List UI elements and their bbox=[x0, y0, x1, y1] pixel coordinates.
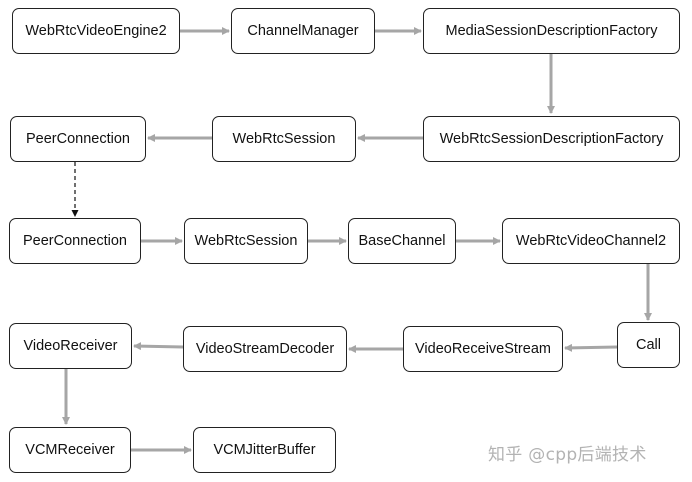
node-peer-connection-2: PeerConnection bbox=[9, 218, 141, 264]
node-vcm-jitter-buffer: VCMJitterBuffer bbox=[193, 427, 336, 473]
node-webrtc-session-description-factory: WebRtcSessionDescriptionFactory bbox=[423, 116, 680, 162]
node-peer-connection-1: PeerConnection bbox=[10, 116, 146, 162]
node-vcm-receiver: VCMReceiver bbox=[9, 427, 131, 473]
node-video-receive-stream: VideoReceiveStream bbox=[403, 326, 563, 372]
node-channel-manager: ChannelManager bbox=[231, 8, 375, 54]
arrow-call-to-receivestream bbox=[564, 343, 618, 352]
watermark: 知乎 @cpp后端技术 bbox=[488, 445, 647, 465]
node-video-receiver: VideoReceiver bbox=[9, 323, 132, 369]
node-media-session-description-factory: MediaSessionDescriptionFactory bbox=[423, 8, 680, 54]
node-call: Call bbox=[617, 322, 680, 368]
node-base-channel: BaseChannel bbox=[348, 218, 456, 264]
arrow-decoder-to-videoreceiver bbox=[133, 342, 184, 351]
node-webrtc-video-engine2: WebRtcVideoEngine2 bbox=[12, 8, 180, 54]
node-video-stream-decoder: VideoStreamDecoder bbox=[183, 326, 347, 372]
node-webrtc-video-channel2: WebRtcVideoChannel2 bbox=[502, 218, 680, 264]
node-webrtc-session-2: WebRtcSession bbox=[184, 218, 308, 264]
node-webrtc-session-1: WebRtcSession bbox=[212, 116, 356, 162]
